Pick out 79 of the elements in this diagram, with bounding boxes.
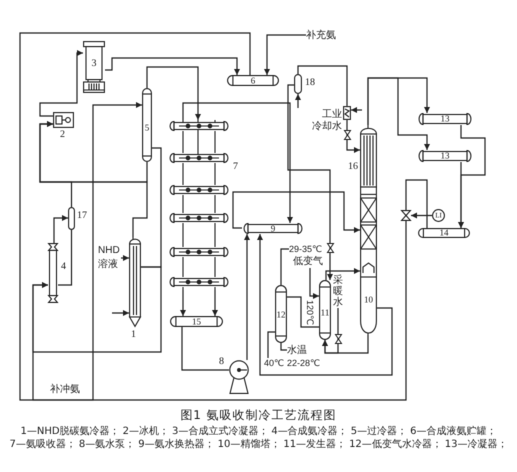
equipment-number: 13: [440, 152, 450, 160]
legend-entry: 11—发生器；: [283, 438, 346, 451]
equipment-number: 10: [364, 296, 373, 304]
equipment-number: 15: [192, 317, 201, 326]
pipe-arrow: [39, 50, 83, 117]
pipe-arrow: [212, 290, 218, 316]
legend-entry: 3—合成立式冷凝器；: [172, 425, 268, 438]
equipment-number: 11: [320, 308, 330, 318]
pipe-line: [58, 230, 72, 286]
pipe-arrow: [322, 308, 339, 354]
pipe-arrow: [32, 266, 162, 353]
stream-label: 29-35℃: [289, 244, 323, 255]
pipe-arrow: [53, 215, 68, 243]
pipe-arrow: [112, 310, 129, 316]
equipment-number: 5: [144, 124, 150, 132]
pipe-arrow: [295, 94, 301, 108]
legend-entry: 13—冷凝器；: [444, 438, 508, 451]
equipment-number: 7: [233, 162, 238, 172]
pipe-arrow: [325, 268, 360, 280]
pipe-arrow: [121, 255, 129, 261]
equipment-number: 8: [219, 357, 224, 367]
pipe-line: [287, 296, 319, 328]
stream-label: 补充氨: [306, 29, 338, 42]
legend-entry: 12—低变气水冷器；: [349, 438, 442, 451]
pipe-arrow: [287, 84, 333, 280]
pipe-arrow: [346, 120, 360, 153]
equipment-number: 9: [270, 224, 276, 233]
pipe-line: [181, 327, 229, 371]
equipment-number: 2: [60, 130, 65, 140]
pipe-line: [297, 65, 348, 106]
legend-entry: 8—氨水泵；: [78, 438, 136, 451]
pipe-arrow: [309, 268, 319, 299]
equipment-number: 12: [276, 310, 286, 320]
stream-label: NHD溶液: [98, 244, 121, 272]
equipment-number: 3: [92, 59, 96, 69]
legend-entry: 6—合成液氨贮罐；: [410, 425, 496, 438]
pipe-line: [280, 343, 287, 351]
pipe-line: [280, 248, 289, 285]
pipe-arrow: [351, 107, 362, 113]
equipment-number: 13: [440, 114, 450, 124]
pipe-arrow: [458, 162, 464, 228]
stream-label: 水温: [287, 344, 307, 357]
pipe-arrow: [367, 77, 430, 150]
pipe-arrow: [264, 34, 306, 75]
stream-label: 工业冷却水: [312, 109, 342, 133]
pipe-arrow: [39, 121, 148, 237]
equipment-number: 17: [77, 211, 87, 221]
equipment-number: 6: [250, 76, 256, 85]
pipe-arrow: [19, 32, 251, 401]
legend-entry: 9—氨水换热器；: [138, 438, 215, 451]
stream-label: 低变气: [293, 256, 323, 268]
stream-label: 采暖水: [333, 275, 343, 308]
pipe-line: [267, 331, 275, 358]
pipe-line: [405, 179, 428, 228]
legend-entry: 4—合成氨冷器；: [271, 425, 348, 438]
legend-entry: 1—NHD脱碳氨冷器；: [20, 425, 120, 438]
pipe-arrow: [32, 221, 407, 401]
equipment-number: 16: [348, 162, 358, 172]
pipe-arrow: [182, 102, 293, 223]
stream-label: 40℃: [264, 358, 284, 369]
equipment-number: 1: [131, 330, 136, 340]
equipment-number: 4: [61, 262, 66, 272]
legend-entry: 5—过冷器；: [350, 425, 408, 438]
pipe-arrow: [244, 234, 250, 360]
stream-label: 22-28℃: [287, 357, 320, 370]
equipment-number: 14: [440, 228, 448, 238]
equipment-number: 18: [305, 78, 315, 88]
stream-label: 补冲氨: [50, 384, 80, 396]
pipe-arrow: [146, 66, 201, 120]
pipe-arrow: [257, 234, 393, 376]
figure-caption: 图1 氨吸收制冷工艺流程图: [180, 408, 337, 423]
pipe-arrow: [232, 191, 360, 233]
edge-label: 120℃: [305, 300, 315, 326]
pipe-arrow: [180, 290, 186, 316]
pipe-arrow: [105, 57, 240, 75]
legend-entry: 10—精馏塔；: [218, 438, 280, 451]
pipe-arrow: [411, 212, 432, 218]
legend-entry: 7—氨吸收器；: [9, 438, 76, 451]
legend-entry: 2—冰机；: [122, 425, 169, 438]
